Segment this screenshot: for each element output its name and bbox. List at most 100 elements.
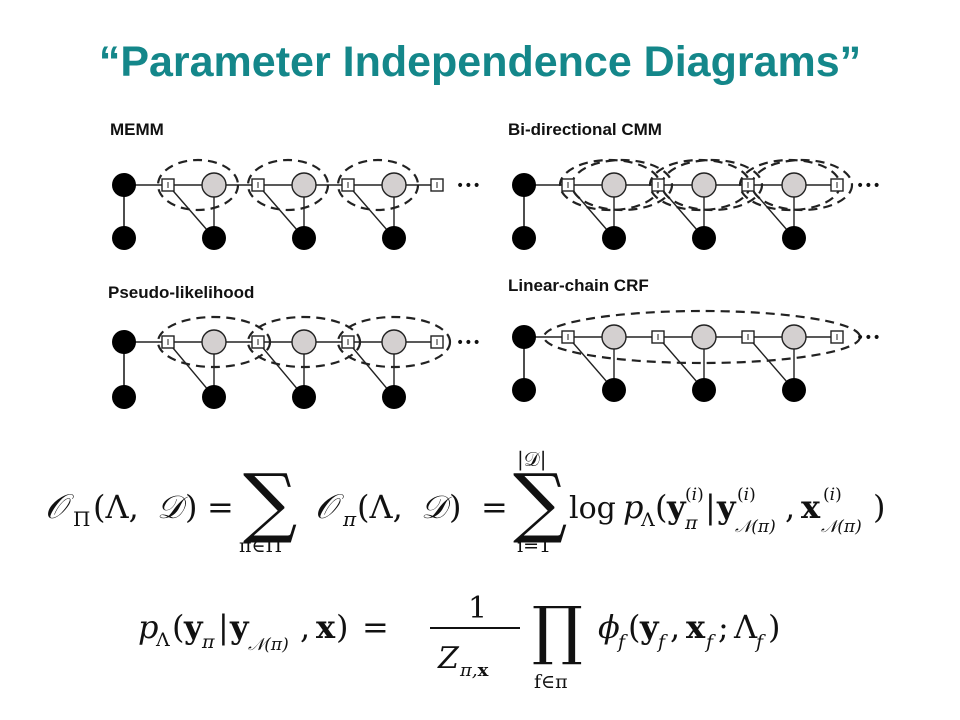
svg-text:(: ( (172, 608, 184, 646)
svg-text:p: p (623, 488, 643, 526)
sum-upper-limit: |𝒟| (517, 447, 546, 472)
svg-text:𝒟: 𝒟 (421, 488, 452, 526)
grouping-ellipse (156, 315, 272, 369)
diagram-bicmm: ••• (512, 158, 881, 250)
grouping-ellipse (156, 158, 240, 212)
svg-text:f: f (754, 631, 766, 653)
svg-text:(: ( (655, 488, 667, 526)
svg-text:π: π (342, 507, 357, 531)
observed-node (292, 385, 316, 409)
ellipsis-dots: ••• (856, 178, 881, 194)
diagram-memm: ••• (112, 158, 481, 250)
svg-text:f: f (656, 631, 668, 653)
svg-text:=: = (362, 608, 389, 646)
svg-text:𝒟: 𝒟 (157, 488, 188, 526)
grouping-ellipse (336, 315, 452, 369)
observed-node (382, 385, 406, 409)
latent-node (381, 172, 407, 198)
svg-text:Z: Z (437, 641, 460, 676)
svg-text:,: , (300, 608, 310, 646)
latent-node (691, 324, 717, 350)
product-subscript: f∈π (534, 671, 568, 693)
svg-text:π: π (684, 512, 698, 534)
page-title: “Parameter Independence Diagrams” (98, 38, 862, 86)
svg-text:;: ; (718, 608, 729, 646)
svg-text:y: y (183, 608, 204, 646)
svg-text:,: , (785, 488, 795, 526)
svg-text:|: | (218, 608, 229, 646)
svg-text:π: π (201, 631, 215, 653)
svg-text:): ) (768, 608, 780, 646)
svg-text:𝒩(π): 𝒩(π) (735, 517, 776, 537)
svg-text:): ) (185, 488, 197, 526)
panel-label-pseudo-likelihood: Pseudo-likelihood (108, 283, 255, 302)
svg-text:y: y (229, 608, 250, 646)
fraction-numerator: 1 (468, 591, 487, 626)
svg-text:x: x (686, 608, 706, 646)
svg-text:f: f (616, 631, 628, 653)
ellipsis-dots: ••• (456, 335, 481, 351)
observed-node (692, 226, 716, 250)
svg-text:): ) (449, 488, 461, 526)
grouping-ellipse (542, 309, 862, 365)
observed-node (202, 226, 226, 250)
grouping-ellipse (246, 315, 362, 369)
svg-text:Λ: Λ (733, 608, 758, 646)
svg-text:x: x (801, 488, 821, 526)
observed-node (692, 378, 716, 402)
observed-node (782, 378, 806, 402)
svg-text:𝒪: 𝒪 (315, 487, 344, 527)
svg-text:y: y (716, 488, 737, 526)
svg-text:|: | (705, 488, 716, 526)
svg-text:=: = (207, 488, 234, 526)
observed-node (512, 226, 536, 250)
svg-text:y: y (666, 488, 687, 526)
observed-node (602, 378, 626, 402)
svg-text:log: log (569, 491, 616, 526)
svg-text:𝒩(π): 𝒩(π) (821, 517, 862, 537)
grouping-ellipse (246, 158, 330, 212)
svg-text:(i): (i) (737, 485, 756, 505)
svg-text:f: f (704, 631, 716, 653)
svg-text:Λ: Λ (155, 629, 170, 651)
latent-node (381, 329, 407, 355)
svg-text:Λ: Λ (640, 509, 655, 531)
factor-graph-diagrams: ••• ••• ••• ••• (112, 158, 881, 409)
latent-node (291, 329, 317, 355)
svg-text:𝒩(π): 𝒩(π) (248, 635, 289, 655)
panel-label-memm: MEMM (110, 120, 164, 139)
panel-label-bidirectional-cmm: Bi-directional CMM (508, 120, 662, 139)
svg-text:(: ( (628, 608, 640, 646)
svg-text:=: = (481, 488, 508, 526)
latent-node (781, 172, 807, 198)
svg-text:y: y (639, 608, 660, 646)
svg-text:Π: Π (73, 507, 90, 531)
grouping-ellipse (336, 158, 420, 212)
observed-node (112, 173, 136, 197)
panel-label-linear-chain-crf: Linear-chain CRF (508, 276, 649, 295)
conditional-equation: p Λ ( y π | y 𝒩(π) , x ) = 1 Z π,x ∏ f∈π… (138, 591, 780, 693)
observed-node (112, 385, 136, 409)
observed-node (782, 226, 806, 250)
latent-node (601, 324, 627, 350)
latent-node (601, 172, 627, 198)
diagram-pseudo: ••• (112, 315, 481, 409)
diagram-crf: ••• (512, 309, 881, 402)
observed-node (112, 330, 136, 354)
latent-node (691, 172, 717, 198)
svg-text:(Λ,: (Λ, (357, 488, 403, 526)
observed-node (512, 173, 536, 197)
observed-node (512, 378, 536, 402)
svg-text:(i): (i) (823, 485, 842, 505)
sum-lower-limit: i=1 (517, 535, 551, 557)
svg-text:π,x: π,x (459, 660, 489, 681)
ellipsis-dots: ••• (456, 178, 481, 194)
latent-node (781, 324, 807, 350)
svg-text:x: x (316, 608, 336, 646)
svg-text:ϕ: ϕ (598, 608, 620, 646)
ellipsis-dots: ••• (856, 330, 881, 346)
latent-node (201, 172, 227, 198)
svg-text:,: , (670, 608, 680, 646)
svg-text:): ) (873, 488, 885, 526)
svg-text:p: p (138, 608, 158, 646)
